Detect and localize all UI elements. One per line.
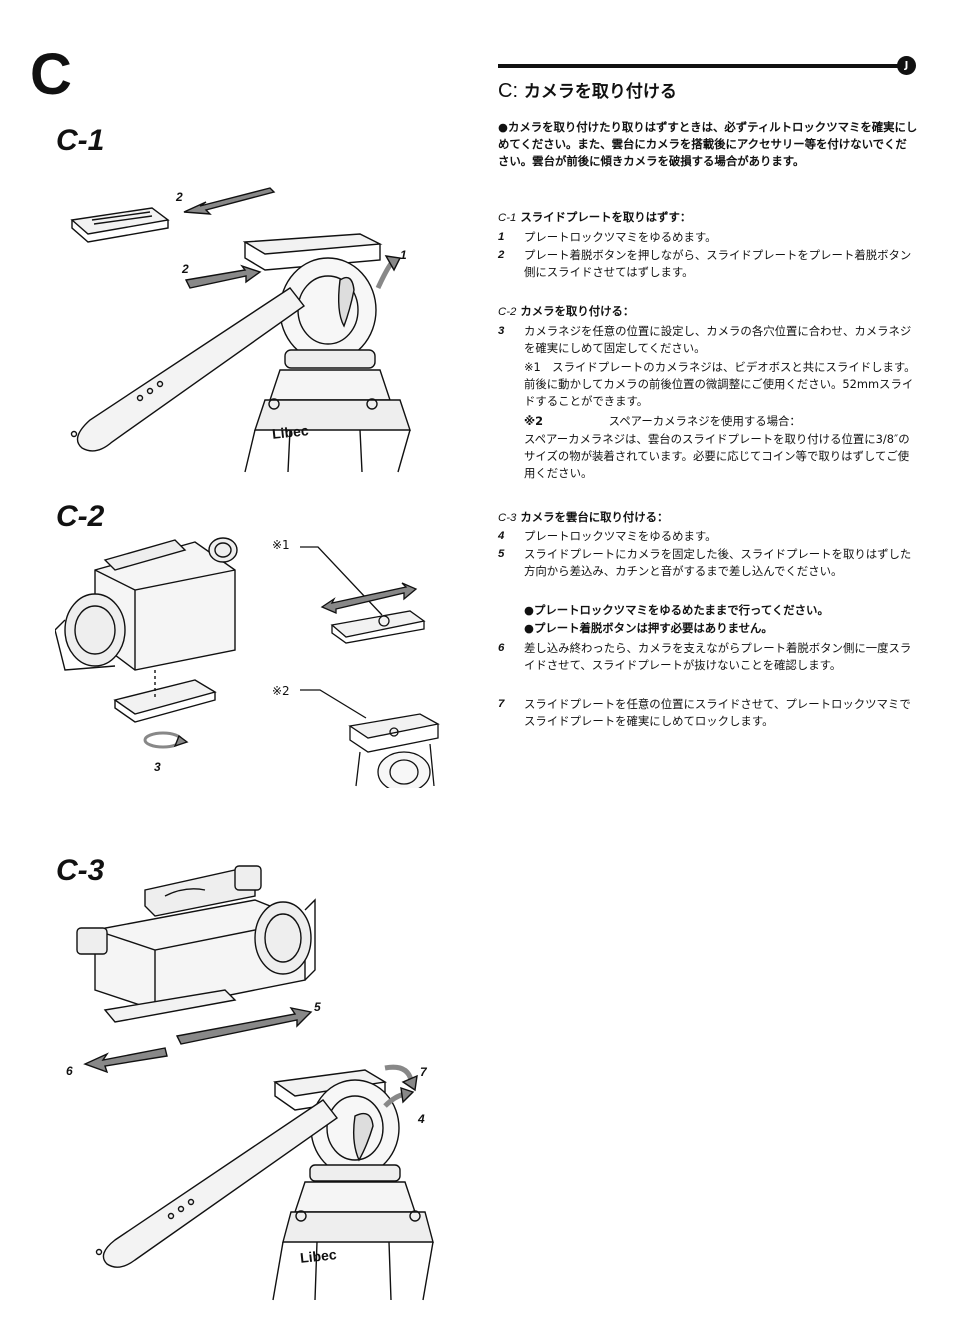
step-1: 1 プレートロックツマミをゆるめます。 (498, 229, 918, 246)
figure-label-c1: C-1 (56, 124, 105, 157)
header-rule (498, 64, 904, 68)
callout-7: 7 (420, 1065, 427, 1079)
step-text: カメラネジを任意の位置に設定し、カメラの各穴位置に合わせ、カメラネジを確実にしめ… (524, 324, 912, 355)
figure-c1-illustration (60, 180, 420, 475)
figure-c2-head-illustration (300, 688, 445, 788)
note-2-header: ※2 スペアーカメラネジを使用する場合： (524, 413, 918, 430)
step-number: 3 (498, 325, 505, 337)
ref-mark-1: ※1 (272, 538, 290, 552)
figure-c2-slide-plate-illustration (300, 545, 440, 645)
subheading-c1-text: スライドプレートを取りはずす： (520, 210, 692, 224)
step-text: スライドプレートにカメラを固定した後、スライドプレートを取りはずした方向から差込… (524, 547, 912, 578)
step-number: 6 (498, 642, 505, 654)
figure-label-c3: C-3 (56, 854, 105, 887)
callout-1: 1 (400, 248, 407, 262)
note-2-mark: ※2 (524, 414, 543, 428)
warning-paragraph: ●カメラを取り付けたり取りはずすときは、必ずティルトロックツマミを確実にしめてく… (498, 120, 918, 168)
step-text: プレート着脱ボタンを押しながら、スライドプレートをプレート着脱ボタン側にスライド… (524, 248, 912, 279)
subheading-c3-text: カメラを雲台に取り付ける： (520, 510, 669, 524)
section-letter: C (30, 42, 72, 107)
callout-6: 6 (66, 1064, 73, 1078)
step-number: 1 (498, 231, 505, 243)
note-2-title: スペアーカメラネジを使用する場合： (608, 414, 801, 428)
note-1: ※1 スライドプレートのカメラネジは、ビデオボスと共にスライドします。前後に動か… (524, 360, 916, 408)
callout-3: 3 (154, 760, 161, 774)
step-number: 4 (498, 530, 505, 542)
step-number: 5 (498, 548, 505, 560)
step-4: 4 プレートロックツマミをゆるめます。 (498, 528, 918, 545)
title-text: カメラを取り付ける (523, 82, 677, 102)
figure-label-c2: C-2 (56, 500, 105, 533)
figure-c3-illustration (55, 860, 435, 1305)
callout-4: 4 (418, 1112, 425, 1126)
step-6: 6 差し込み終わったら、カメラを支えながらプレート着脱ボタン側に一度スライドさせ… (498, 640, 918, 674)
step-text: スライドプレートを任意の位置にスライドさせて、プレートロックツマミでスライドプレ… (524, 697, 911, 728)
bold-note-1: ●プレートロックツマミをゆるめたままで行ってください。 (524, 603, 829, 617)
title-letter: C: (498, 80, 518, 102)
page-title: C: カメラを取り付ける (498, 77, 677, 103)
step-text: 差し込み終わったら、カメラを支えながらプレート着脱ボタン側に一度スライドさせて、… (524, 641, 912, 672)
step-number: 7 (498, 698, 505, 710)
bold-note-2: ●プレート着脱ボタンは押す必要はありません。 (524, 621, 773, 635)
figure-c2-camera-illustration (55, 530, 255, 765)
step-text: プレートロックツマミをゆるめます。 (524, 529, 717, 543)
step-number: 2 (498, 249, 505, 261)
step-2: 2 プレート着脱ボタンを押しながら、スライドプレートをプレート着脱ボタン側にスラ… (498, 247, 918, 281)
note-2-text: スペアーカメラネジは、雲台のスライドプレートを取り付ける位置に3/8″のサイズの… (524, 432, 910, 480)
subheading-c2-text: カメラを取り付ける： (520, 304, 635, 318)
step-3: 3 カメラネジを任意の位置に設定し、カメラの各穴位置に合わせ、カメラネジを確実に… (498, 323, 918, 357)
ref-mark-2: ※2 (272, 684, 290, 698)
step-7: 7 スライドプレートを任意の位置にスライドさせて、プレートロックツマミでスライド… (498, 696, 918, 730)
step-5: 5 スライドプレートにカメラを固定した後、スライドプレートを取りはずした方向から… (498, 546, 918, 580)
language-badge: J (897, 56, 916, 75)
callout-5: 5 (314, 1000, 321, 1014)
step-text: プレートロックツマミをゆるめます。 (524, 230, 717, 244)
subheading-c2-number: C-2 (498, 306, 517, 318)
callout-2-top: 2 (176, 190, 183, 204)
subheading-c3-number: C-3 (498, 512, 517, 524)
subheading-c1-number: C-1 (498, 212, 517, 224)
callout-2-bottom: 2 (182, 262, 189, 276)
